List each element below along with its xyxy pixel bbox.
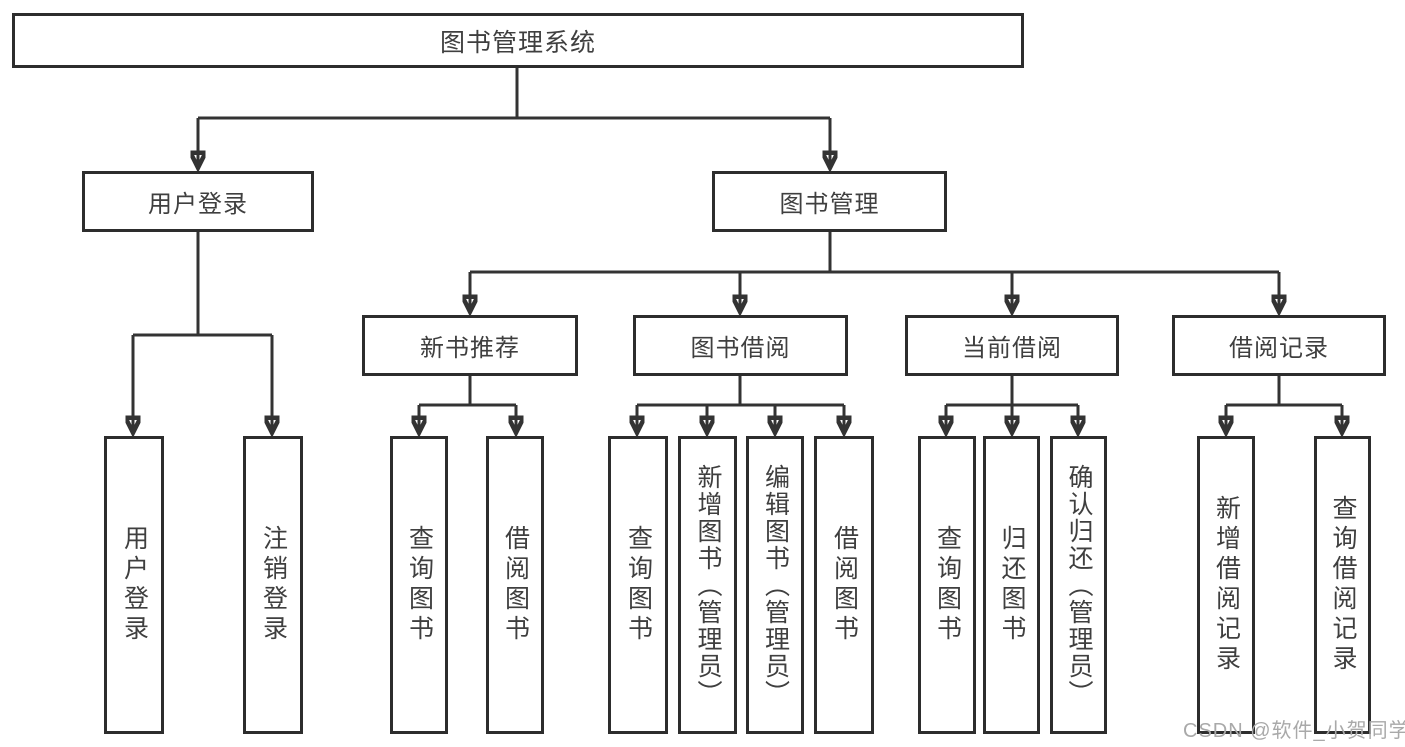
leaf-add-book-admin: 新增图书（管理员） — [678, 436, 737, 734]
leaf-return-book: 归还图书 — [983, 436, 1040, 734]
leaf-borrow-books: 借阅图书 — [814, 436, 874, 734]
watermark: CSDN @软件_小贺同学 — [1183, 720, 1405, 742]
node-current-borrowing: 当前借阅 — [905, 315, 1119, 376]
leaf-user-login: 用户登录 — [104, 436, 164, 734]
leaf-borrow-books-recommend: 借阅图书 — [486, 436, 544, 734]
leaf-query-books-recommend: 查询图书 — [390, 436, 448, 734]
leaf-query-books-current: 查询图书 — [918, 436, 976, 734]
leaf-query-books-borrowing: 查询图书 — [608, 436, 668, 734]
leaf-confirm-return-admin: 确认归还（管理员） — [1050, 436, 1107, 734]
node-user-login: 用户登录 — [82, 171, 314, 232]
node-book-borrowing: 图书借阅 — [633, 315, 848, 376]
leaf-add-borrow-record: 新增借阅记录 — [1197, 436, 1255, 734]
leaf-query-borrow-record: 查询借阅记录 — [1314, 436, 1371, 734]
node-book-management: 图书管理 — [712, 171, 947, 232]
leaf-edit-book-admin: 编辑图书（管理员） — [746, 436, 804, 734]
node-borrowing-records: 借阅记录 — [1172, 315, 1386, 376]
node-root-system: 图书管理系统 — [12, 13, 1024, 68]
leaf-logout: 注销登录 — [243, 436, 303, 734]
node-new-book-recommend: 新书推荐 — [362, 315, 578, 376]
